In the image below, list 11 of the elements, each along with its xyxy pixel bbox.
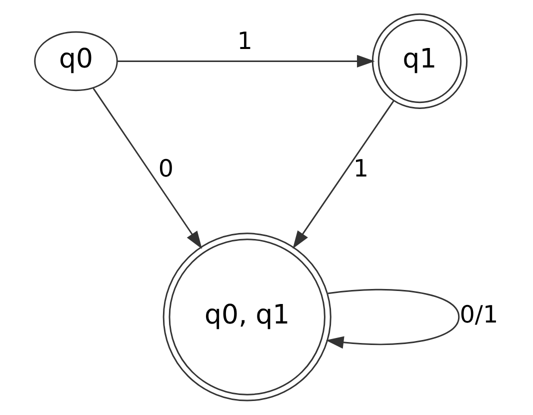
edge-label: 0/1: [459, 300, 498, 329]
arrow: [325, 288, 460, 349]
arrow: [292, 100, 394, 249]
edge-label: 0: [158, 154, 174, 182]
node-circle: q1: [371, 13, 468, 110]
edge-label: 1: [352, 154, 368, 182]
arrow: [116, 54, 374, 68]
arrow: [92, 88, 202, 249]
node-circle: q0, q1: [162, 232, 331, 402]
edge-label: 1: [236, 26, 252, 55]
node-ellipse: q0: [34, 31, 118, 92]
